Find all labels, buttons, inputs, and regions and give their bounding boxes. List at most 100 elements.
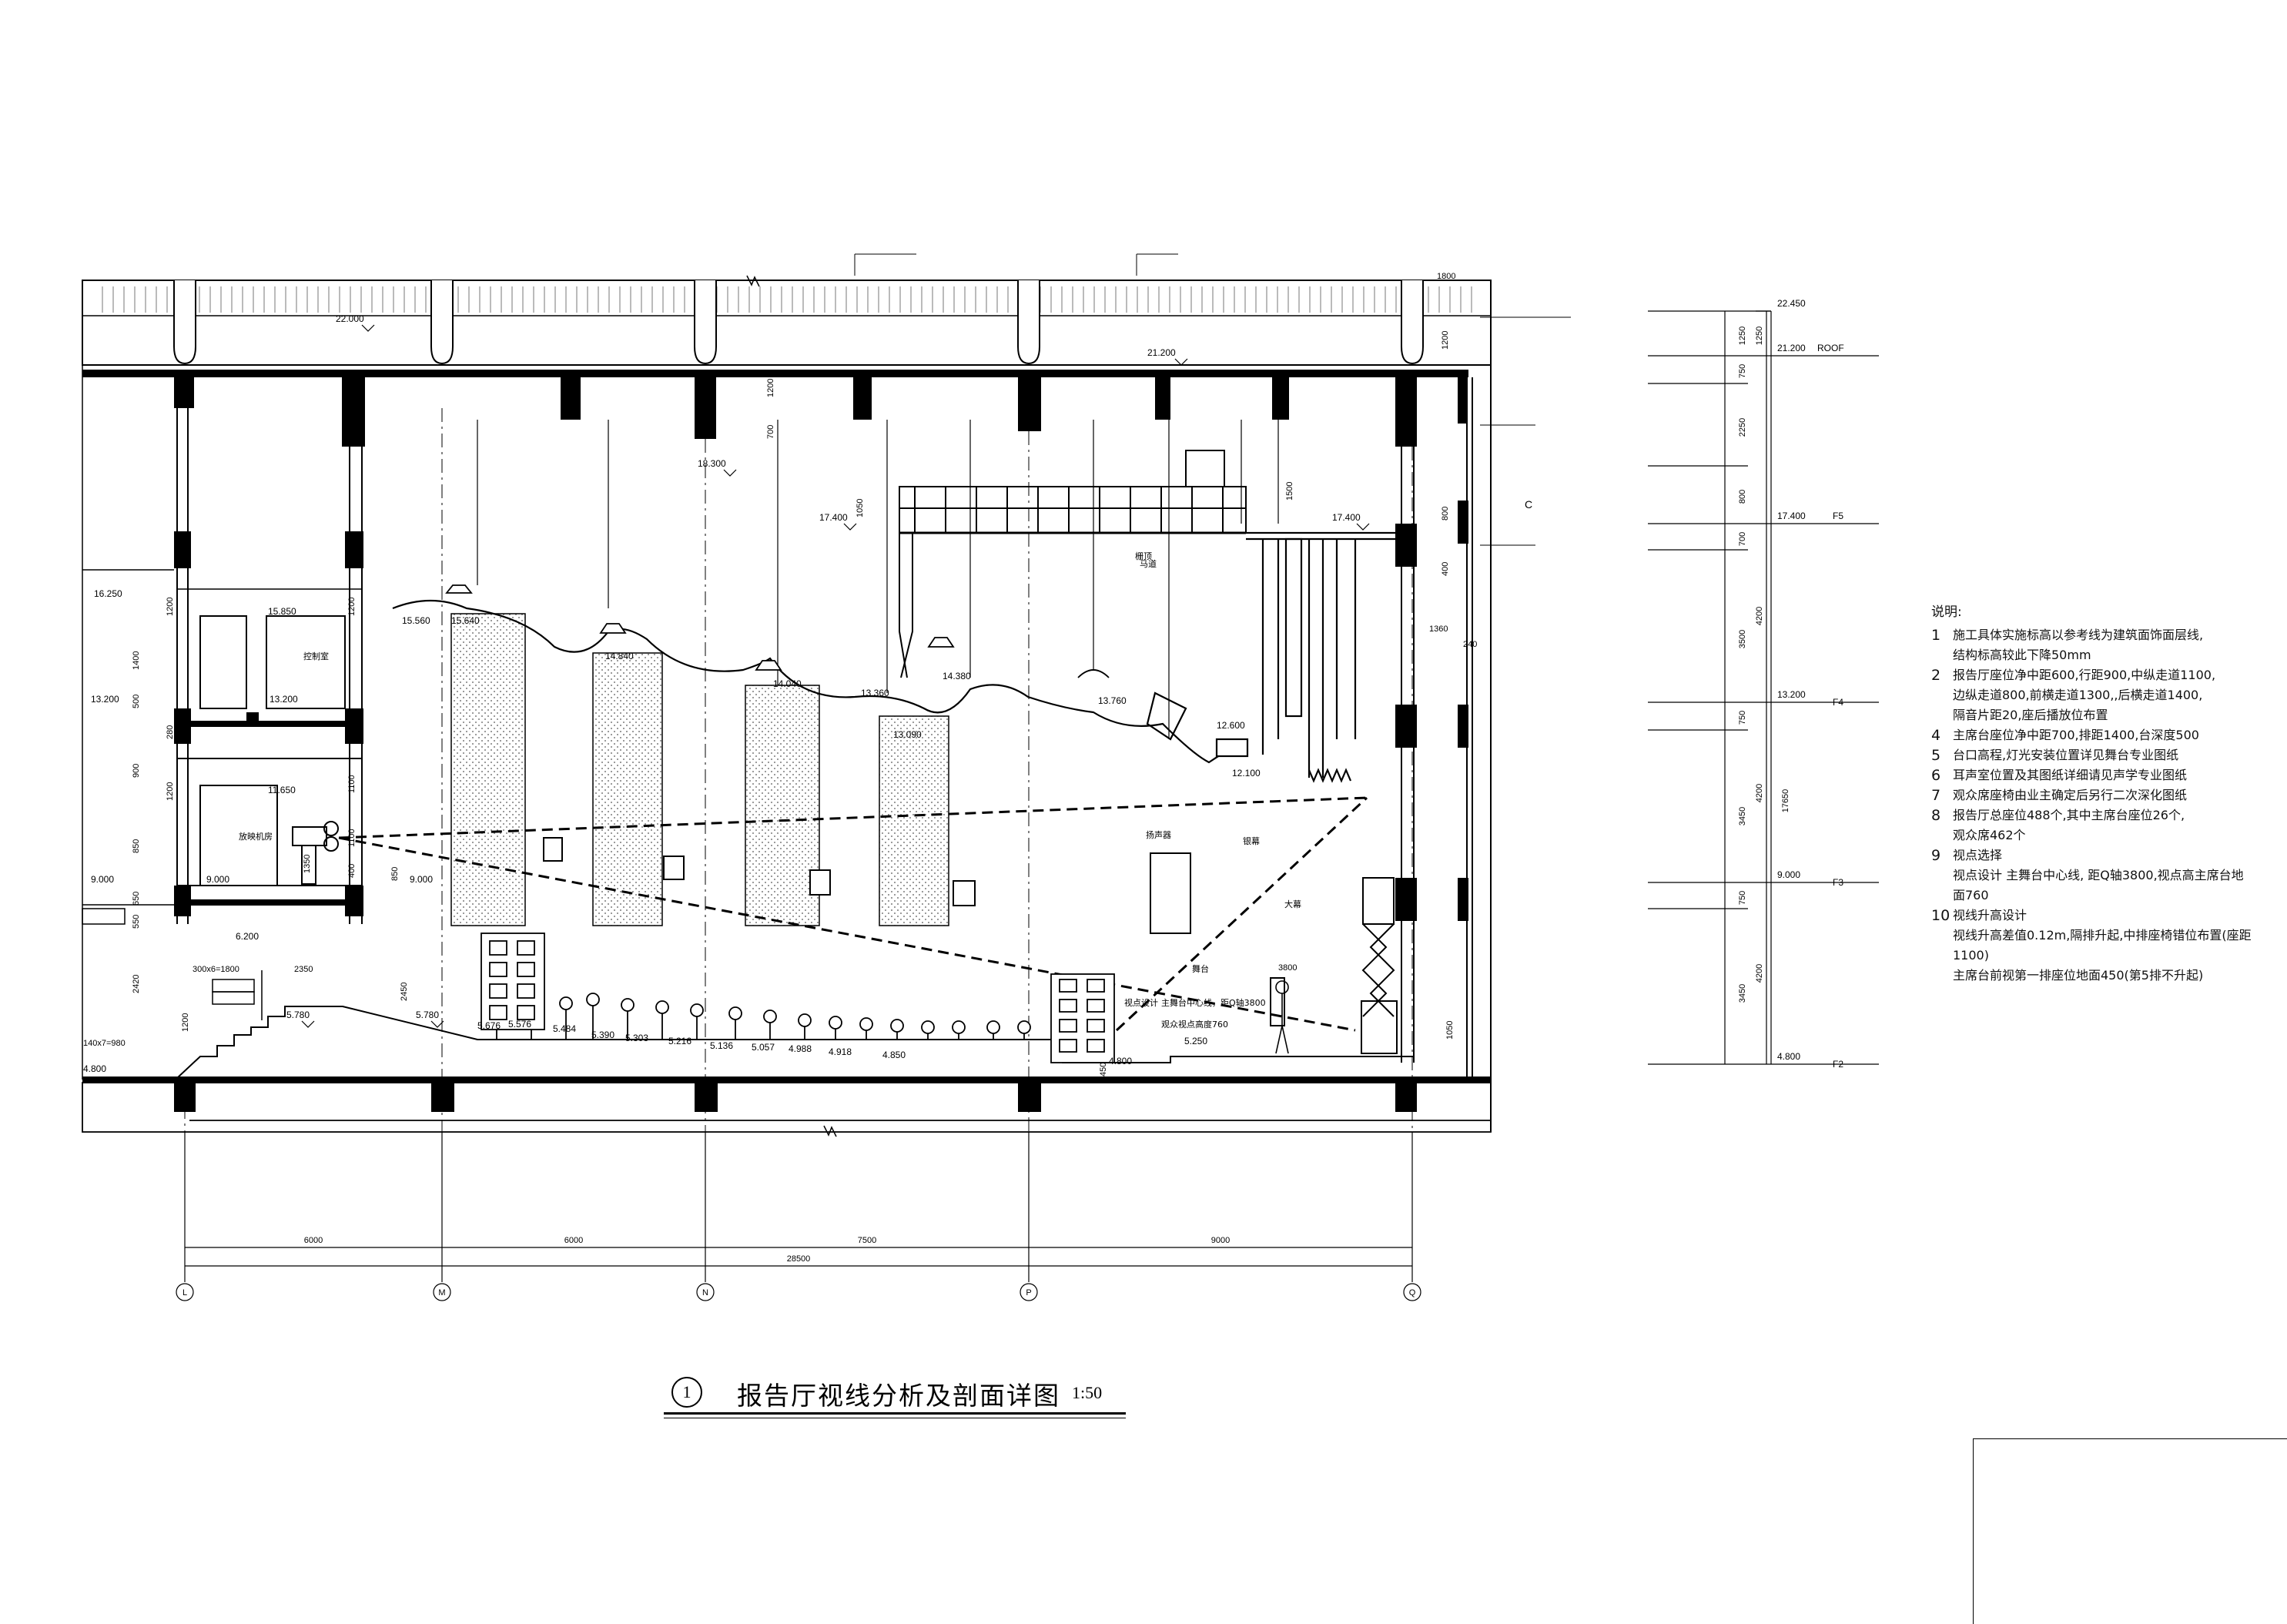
level-9000: 9.000 — [1777, 869, 1800, 880]
note-text: 隔音片距20,座后播放位布置 — [1953, 708, 2108, 722]
dim-450: 450 — [1099, 1063, 1108, 1077]
elev-booth-eye: 11.650 — [268, 785, 296, 795]
projector — [292, 821, 339, 885]
notes-heading: 说明: — [1931, 604, 1962, 620]
elev-c10: 12.100 — [1232, 768, 1261, 779]
span-total: 28500 — [787, 1254, 811, 1264]
label-eye-height: 观众视点高度760 — [1161, 1019, 1228, 1030]
wall-speakers — [543, 837, 1191, 934]
left-edge — [82, 280, 174, 1080]
level-f5-tag: F5 — [1833, 511, 1843, 521]
label-catwalk: 马道 — [1140, 558, 1157, 569]
floor-slab — [82, 1077, 1491, 1112]
note-text: 视点设计 主舞台中心线, 距Q轴3800,视点高主席台地面760 — [1953, 868, 2244, 902]
note-text: 边纵走道800,前横走道1300,,后横走道1400, — [1953, 688, 2203, 702]
catwalk — [899, 450, 1247, 678]
elevation-triangles — [301, 324, 1370, 1028]
sight-lines — [338, 796, 1368, 1032]
note-line: 观众席462个 — [1931, 825, 2255, 845]
note-line: 视点设计 主舞台中心线, 距Q轴3800,视点高主席台地面760 — [1931, 866, 2255, 906]
seg-3500: 3500 — [1738, 630, 1747, 648]
dim-l-2: 500 — [132, 695, 141, 708]
dim-1050b: 1050 — [1445, 1021, 1455, 1040]
seat — [1017, 1020, 1031, 1040]
note-text: 施工具体实施标高以参考线为建筑面饰面层线, — [1953, 628, 2204, 642]
grp-4200a: 4200 — [1755, 607, 1764, 625]
dim-stair: 300x6=1800 — [193, 965, 239, 974]
level-13200: 13.200 — [1777, 689, 1806, 700]
grp-total: 17650 — [1781, 789, 1790, 813]
title-frame-corner — [1973, 1438, 2287, 1624]
note-text: 视线升高差值0.12m,隔排升起,中排座椅错位布置(座距1100) — [1953, 928, 2252, 963]
elev-lobby: 5.780 — [286, 1010, 310, 1020]
dim-850: 850 — [390, 867, 400, 881]
elev-seat12: 4.850 — [882, 1050, 906, 1060]
label-screen: 银幕 — [1243, 835, 1260, 846]
note-line: 主席台前视第一排座位地面450(第5排不升起) — [1931, 966, 2255, 986]
drawing-title: 报告厅视线分析及剖面详图 — [737, 1381, 1060, 1411]
seat — [728, 1006, 742, 1040]
leader-lines — [854, 253, 1571, 546]
dim-l-6: 850 — [132, 839, 141, 853]
drawing-title-block: 1 报告厅视线分析及剖面详图 1:50 — [664, 1372, 1126, 1418]
dim-800: 800 — [1441, 507, 1450, 521]
elev-seat11: 4.918 — [829, 1046, 852, 1057]
elev-roof-left: 22.000 — [336, 313, 364, 324]
note-number: 5 — [1931, 747, 1941, 764]
elev-c9: 12.600 — [1217, 720, 1245, 731]
dim-l-9: 2420 — [132, 975, 141, 993]
label-booth: 控制室 — [303, 651, 329, 661]
seat — [952, 1020, 966, 1040]
seg-3450: 3450 — [1738, 807, 1747, 825]
elev-f3-booth: 9.000 — [206, 874, 229, 885]
note-number: 9 — [1931, 847, 1941, 864]
label-C: C — [1525, 498, 1532, 511]
elev-seat13: 4.800 — [1109, 1056, 1132, 1066]
left-booth — [176, 377, 363, 924]
dim-240: 240 — [1463, 640, 1477, 649]
elev-c5: 14.380 — [943, 671, 971, 681]
elev-seat6: 5.303 — [625, 1033, 648, 1043]
dim-l-5: 1200 — [166, 782, 175, 801]
elev-c7: 13.090 — [893, 729, 922, 740]
dim-2450: 2450 — [400, 983, 409, 1001]
roof-slab — [82, 370, 1468, 377]
dim-l-3: 280 — [166, 725, 175, 739]
elev-f4-in: 13.200 — [270, 694, 298, 705]
seg-750b: 750 — [1738, 711, 1747, 725]
title-number: 1 — [671, 1377, 702, 1408]
note-text: 观众席462个 — [1953, 828, 2026, 842]
note-number: 7 — [1931, 787, 1941, 804]
seat — [621, 998, 635, 1040]
elev-c2: 15.640 — [451, 615, 480, 626]
seat — [798, 1013, 812, 1040]
elev-catwalk: 17.400 — [819, 512, 848, 523]
label-grid: 栅顶 — [1135, 551, 1152, 561]
elev-roof-mid: 21.200 — [1147, 347, 1176, 358]
seg-1250: 1250 — [1738, 326, 1747, 345]
dim-booth-1: 600 — [347, 725, 357, 739]
note-line: 1 施工具体实施标高以参考线为建筑面饰面层线, — [1931, 625, 2255, 645]
ceiling-cones — [445, 584, 1110, 678]
level-17400: 17.400 — [1777, 511, 1806, 521]
grp-4200b: 4200 — [1755, 784, 1764, 802]
seat — [829, 1016, 842, 1040]
axis-label-P: P — [1026, 1288, 1031, 1298]
elev-f4-left: 13.200 — [91, 694, 119, 705]
roof-beams — [174, 377, 1467, 447]
dim-3800: 3800 — [1278, 963, 1297, 973]
elev-booth-floor: 6.200 — [236, 931, 259, 942]
note-number: 1 — [1931, 627, 1941, 644]
note-text: 台口高程,灯光安装位置详见舞台专业图纸 — [1953, 748, 2179, 762]
seat — [986, 1020, 1000, 1040]
level-roof-tag: ROOF — [1817, 343, 1844, 353]
elev-seat10: 4.988 — [789, 1043, 812, 1054]
note-text: 耳声室位置及其图纸详细请见声学专业图纸 — [1953, 768, 2188, 782]
elev-f2-left: 4.800 — [83, 1063, 106, 1074]
drawing-scale: 1:50 — [1072, 1383, 1103, 1402]
grp-4200c: 4200 — [1755, 964, 1764, 983]
dim-1200b: 1200 — [1441, 331, 1450, 350]
